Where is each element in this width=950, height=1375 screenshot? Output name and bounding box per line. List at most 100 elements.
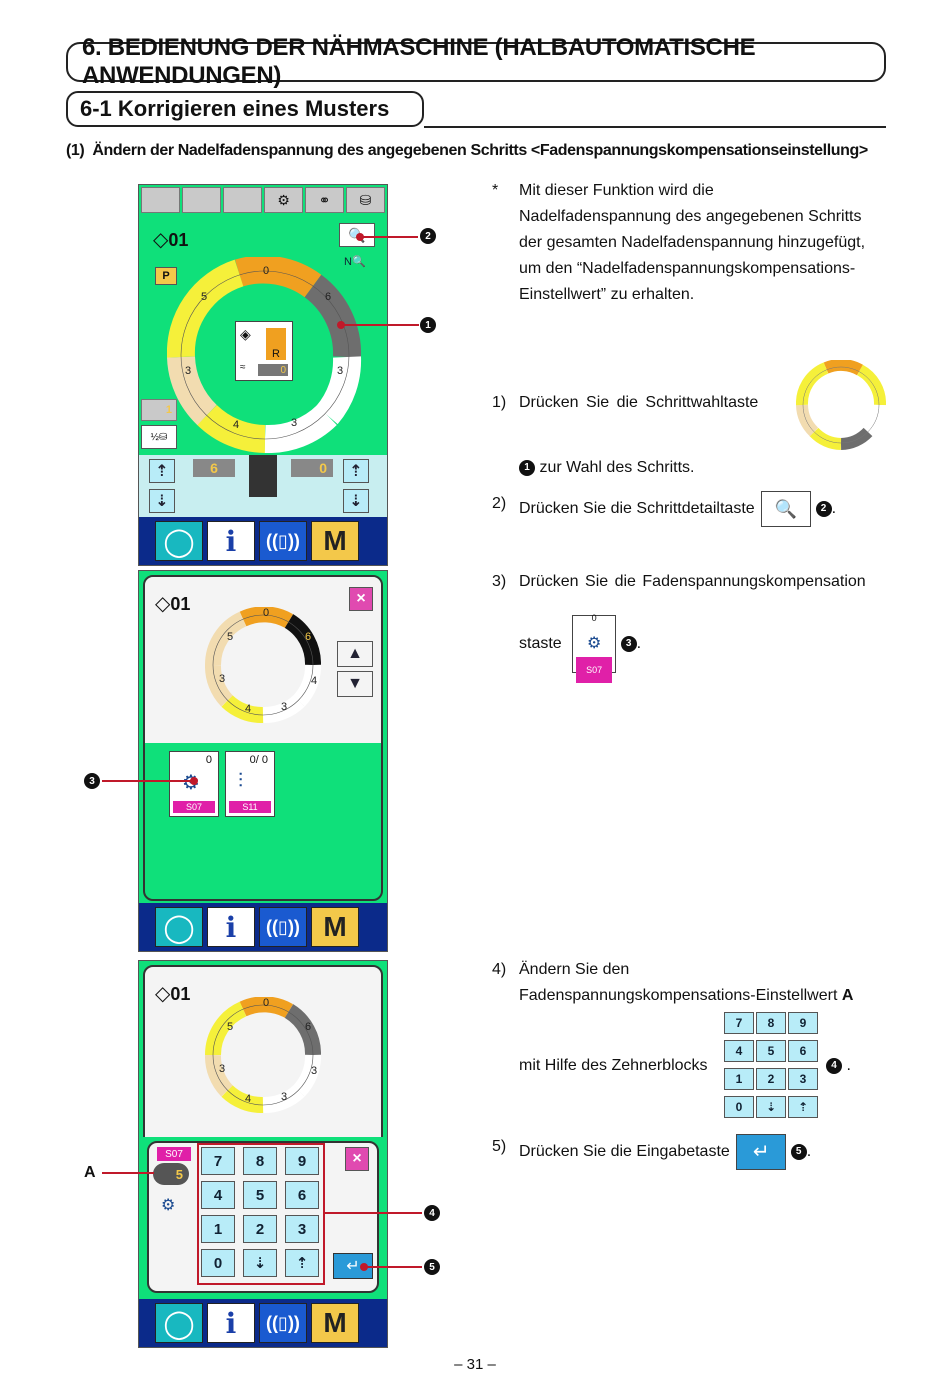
toolbar-blank-2[interactable] — [182, 187, 221, 213]
key-0[interactable]: 0 — [201, 1249, 235, 1277]
callout-2-line — [360, 236, 418, 238]
compensation-value-a: 5 — [153, 1163, 189, 1185]
info-button[interactable]: i — [207, 521, 255, 561]
step4-number: 4) — [492, 961, 507, 978]
scroll-up-button[interactable]: ▲ — [337, 641, 373, 667]
bobbin-icon[interactable]: ⛁ — [346, 187, 385, 213]
ring2-label-3a: 3 — [281, 701, 288, 713]
counter-icon[interactable]: ⚭ — [305, 187, 344, 213]
key-8[interactable]: 8 — [243, 1147, 277, 1175]
inline-badge-5: 5 — [790, 1144, 807, 1160]
mini-key-5: 5 — [756, 1040, 786, 1062]
step2-number: 2) — [492, 495, 507, 512]
mini-key-4: 4 — [724, 1040, 754, 1062]
s07-tag: S07 — [157, 1147, 191, 1161]
callout-1-badge: 1 — [420, 317, 436, 333]
communication-icon: ((▯)) — [266, 530, 300, 551]
mini-key-9: 9 — [788, 1012, 818, 1034]
s11-button[interactable]: 0/ 0 ⫶ S11 — [225, 751, 275, 817]
ready-button[interactable]: ◯ — [155, 907, 203, 947]
communication-button[interactable]: ((▯)) — [259, 521, 307, 561]
step-detail-button[interactable]: 🔍 — [339, 223, 375, 247]
step1-text: Drücken Sie die Schrittwahltaste — [519, 394, 759, 411]
left-value-box: 1 — [141, 399, 177, 421]
close-button[interactable]: × — [349, 587, 373, 611]
bottom-bar: ◯ i ((▯)) M — [139, 517, 387, 565]
inline-badge-3: 3 — [620, 636, 637, 652]
arrow-down-icon: ▼ — [347, 675, 363, 692]
bottom-bar: ◯ i ((▯)) M — [139, 903, 387, 951]
no-search-icon: N🔍 — [344, 256, 366, 268]
stitch-icon: ⫶ — [238, 770, 243, 792]
key-1[interactable]: 1 — [201, 1215, 235, 1243]
key-minus[interactable]: ⇣ — [243, 1249, 277, 1277]
tension-left-down-button[interactable]: ⇣ — [149, 489, 175, 513]
communication-button[interactable]: ((▯)) — [259, 1303, 307, 1343]
ring-label-5: 5 — [201, 291, 208, 303]
pattern-preview-button[interactable]: ◈ R ≈ 0 — [235, 321, 293, 381]
sub-heading-number: (1) — [66, 142, 85, 159]
key-value: 0 — [591, 613, 597, 623]
inline-badge-2: 2 — [815, 501, 832, 517]
mini-key-8: 8 — [756, 1012, 786, 1034]
scroll-down-button[interactable]: ▼ — [337, 671, 373, 697]
step-ring[interactable] — [167, 257, 363, 453]
mode-button[interactable]: M — [311, 521, 359, 561]
mode-button[interactable]: M — [311, 1303, 359, 1343]
key-4[interactable]: 4 — [201, 1181, 235, 1209]
key-plus[interactable]: ⇡ — [285, 1249, 319, 1277]
arrow-up-icon: ▲ — [347, 645, 363, 662]
tension-right-up-button[interactable]: ⇡ — [343, 459, 369, 483]
mini-key-1: 1 — [724, 1068, 754, 1090]
tension-right-down-button[interactable]: ⇣ — [343, 489, 369, 513]
toolbar-blank-3[interactable] — [223, 187, 262, 213]
thread-tension-bar: ⇡ ⇣ 6 0 ⇡ ⇣ — [139, 455, 387, 519]
info-button[interactable]: i — [207, 907, 255, 947]
tension-compensation-button[interactable]: 0 ⚙ S07 — [169, 751, 219, 817]
ring3-label-3b: 3 — [281, 1091, 288, 1103]
wave-icon: ≈ — [240, 362, 246, 373]
ring-label-3a: 3 — [337, 365, 344, 377]
communication-icon: ((▯)) — [266, 916, 300, 937]
ring3-label-3c: 3 — [219, 1063, 226, 1075]
ring3-label-3a: 3 — [311, 1065, 318, 1077]
key-9[interactable]: 9 — [285, 1147, 319, 1175]
thread-tension-icon[interactable]: ⚙ — [264, 187, 303, 213]
section-title: 6-1 Korrigieren eines Musters — [66, 91, 424, 127]
callout-5-badge: 5 — [424, 1259, 440, 1275]
step5-number: 5) — [492, 1138, 507, 1155]
callout-3-line — [102, 780, 192, 782]
counter-setting-button[interactable]: ½⛁ — [141, 425, 177, 449]
enter-icon: ↵ — [346, 1258, 360, 1275]
key-7[interactable]: 7 — [201, 1147, 235, 1175]
pattern-diamond-icon: ◇ — [153, 229, 169, 251]
ring2-label-6: 6 — [305, 631, 312, 643]
mini-key-7: 7 — [724, 1012, 754, 1034]
step-detail-key-icon: 🔍 — [761, 491, 812, 527]
step5-text: Drücken Sie die Eingabetaste ↵ 5. — [519, 1134, 811, 1170]
callout-4-badge: 4 — [424, 1205, 440, 1221]
toolbar-blank-1[interactable] — [141, 187, 180, 213]
presser-r-label: R — [266, 328, 286, 360]
screen-step-detail: ◇01 × 0 6 4 3 4 3 5 ▲ ▼ 0 ⚙ S07 — [138, 570, 388, 952]
tension-left-up-button[interactable]: ⇡ — [149, 459, 175, 483]
key-2[interactable]: 2 — [243, 1215, 277, 1243]
step4-line1: Ändern Sie den — [519, 961, 630, 978]
info-button[interactable]: i — [207, 1303, 255, 1343]
tension-right-value: 0 — [291, 459, 333, 477]
counter-setting-icon: ½⛁ — [150, 431, 168, 443]
ring-label-3b: 3 — [291, 417, 298, 429]
communication-button[interactable]: ((▯)) — [259, 907, 307, 947]
ready-icon: ◯ — [163, 1307, 195, 1339]
ready-button[interactable]: ◯ — [155, 1303, 203, 1343]
ring-label-0: 0 — [263, 265, 270, 277]
close-button[interactable]: × — [345, 1147, 369, 1171]
close-icon: × — [352, 1150, 362, 1167]
key-5[interactable]: 5 — [243, 1181, 277, 1209]
mode-button[interactable]: M — [311, 907, 359, 947]
step-ring-detail[interactable] — [205, 607, 321, 723]
ready-button[interactable]: ◯ — [155, 521, 203, 561]
key-3[interactable]: 3 — [285, 1215, 319, 1243]
minus-arrow-icon: ⇣ — [765, 1100, 777, 1114]
key-6[interactable]: 6 — [285, 1181, 319, 1209]
